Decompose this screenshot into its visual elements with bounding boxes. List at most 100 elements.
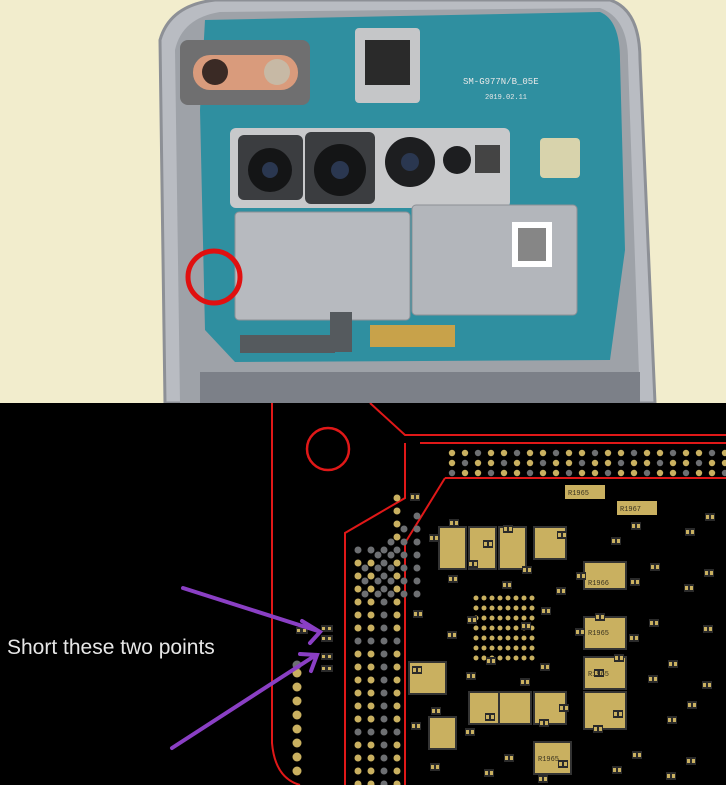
component xyxy=(685,586,688,590)
pad xyxy=(380,780,388,785)
pad xyxy=(367,663,375,671)
pcb-schematic: R1965 R1967 R1966 R1965 R1965 R1965 Shor… xyxy=(0,403,726,785)
pad xyxy=(617,459,625,467)
pad xyxy=(393,520,401,528)
pad xyxy=(393,754,401,762)
pad xyxy=(529,635,535,641)
component xyxy=(650,621,653,625)
pad xyxy=(539,469,547,477)
component-label: R1965 xyxy=(588,630,609,638)
pad xyxy=(367,650,375,658)
component xyxy=(491,715,494,719)
component xyxy=(322,627,325,630)
component xyxy=(704,627,707,631)
component xyxy=(557,531,567,539)
pad xyxy=(380,611,388,619)
component xyxy=(486,715,489,719)
component xyxy=(468,560,478,568)
pad xyxy=(393,663,401,671)
pad xyxy=(461,469,469,477)
component xyxy=(541,665,544,669)
component xyxy=(466,672,476,680)
pad xyxy=(474,449,482,457)
component xyxy=(594,727,597,731)
component xyxy=(703,683,706,687)
component xyxy=(322,655,325,658)
pad xyxy=(539,459,547,467)
component xyxy=(636,580,639,584)
pad xyxy=(682,469,690,477)
component xyxy=(539,719,549,727)
pad xyxy=(380,598,388,606)
component xyxy=(503,525,513,533)
pad xyxy=(380,767,388,775)
component xyxy=(668,718,671,722)
pad xyxy=(630,449,638,457)
pad xyxy=(695,449,703,457)
pad xyxy=(682,449,690,457)
component xyxy=(485,713,495,721)
component xyxy=(547,609,550,613)
pad xyxy=(473,625,479,631)
component xyxy=(684,584,694,592)
component xyxy=(706,515,709,519)
component xyxy=(321,625,333,632)
pad xyxy=(529,615,535,621)
component xyxy=(523,568,526,572)
pad xyxy=(500,469,508,477)
pad xyxy=(354,689,362,697)
pad xyxy=(578,449,586,457)
component xyxy=(437,709,440,713)
component xyxy=(559,762,562,766)
pad xyxy=(505,595,511,601)
pad xyxy=(380,585,388,593)
pad xyxy=(393,559,401,567)
component xyxy=(487,659,490,663)
pad xyxy=(400,564,408,572)
component xyxy=(632,751,642,759)
pad xyxy=(500,449,508,457)
pad xyxy=(354,676,362,684)
component xyxy=(321,665,333,672)
pad xyxy=(354,572,362,580)
component xyxy=(558,760,568,768)
component xyxy=(328,655,331,658)
pad xyxy=(513,449,521,457)
pad xyxy=(354,780,362,785)
pad xyxy=(367,702,375,710)
pad xyxy=(380,715,388,723)
component xyxy=(485,771,488,775)
pad xyxy=(497,655,503,661)
schematic-drawing: R1965 R1967 R1966 R1965 R1965 R1965 xyxy=(170,403,726,785)
component xyxy=(638,753,641,757)
pad xyxy=(521,655,527,661)
pad xyxy=(505,605,511,611)
pad xyxy=(473,655,479,661)
component xyxy=(484,769,494,777)
pad xyxy=(448,449,456,457)
pad xyxy=(292,696,302,706)
pad xyxy=(380,572,388,580)
component xyxy=(703,625,713,633)
component xyxy=(690,586,693,590)
component xyxy=(576,630,579,634)
pad xyxy=(669,459,677,467)
pad xyxy=(367,637,375,645)
board-outline xyxy=(271,403,301,785)
component xyxy=(471,730,474,734)
pad xyxy=(578,459,586,467)
pad xyxy=(565,469,573,477)
pad xyxy=(354,637,362,645)
instruction-caption: Short these two points xyxy=(7,636,215,659)
component xyxy=(440,528,465,568)
pad xyxy=(505,615,511,621)
marker-circle xyxy=(305,426,351,472)
component xyxy=(596,615,599,619)
pad xyxy=(400,525,408,533)
component xyxy=(672,774,675,778)
component xyxy=(631,522,641,530)
pad xyxy=(292,766,302,776)
component xyxy=(418,668,421,672)
pad xyxy=(643,449,651,457)
pad xyxy=(292,724,302,734)
